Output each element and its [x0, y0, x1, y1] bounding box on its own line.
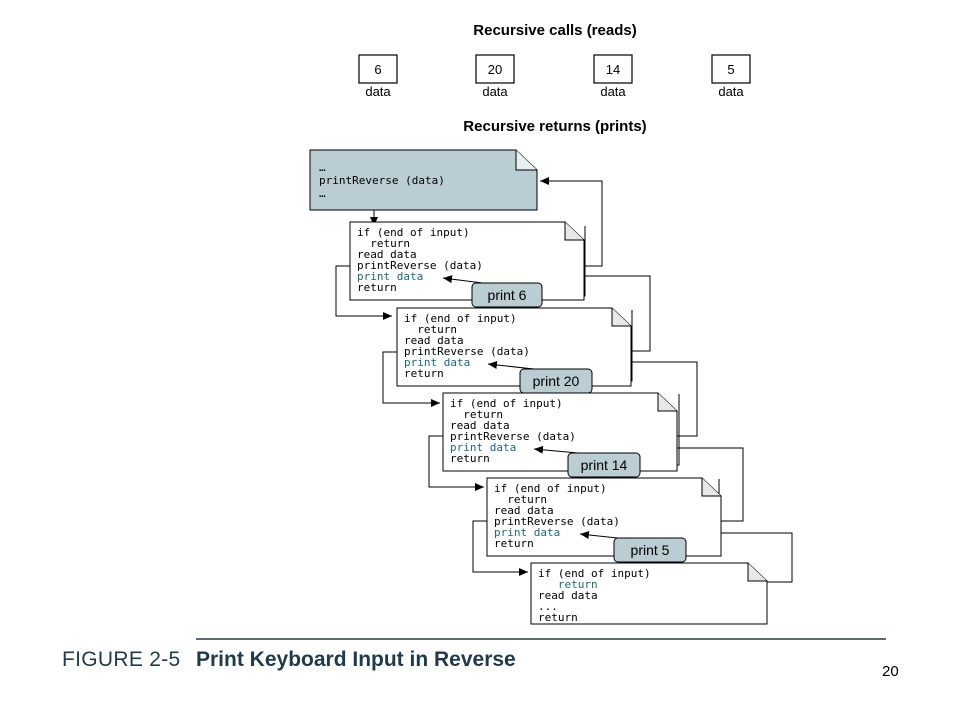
figure-title: Print Keyboard Input in Reverse — [196, 648, 516, 671]
calls-header: Recursive calls (reads) — [473, 22, 636, 39]
frame2-line-4: printReverse (data) — [404, 345, 530, 358]
read-label-2: data — [482, 84, 508, 99]
frame4-line-4: printReverse (data) — [494, 515, 620, 528]
print-bubble-2: print 20 — [519, 368, 593, 394]
recursive-frame-1: if (end of input) return read data print… — [349, 221, 585, 301]
frame1-line-3: read data — [357, 248, 417, 261]
frame2-line-1: if (end of input) — [404, 312, 517, 325]
frame3-line-1: if (end of input) — [450, 397, 563, 410]
frame2-line-5: print data — [404, 356, 470, 369]
read-box-2: 20 data — [475, 54, 515, 99]
frame3-line-3: read data — [450, 419, 510, 432]
frame2-line-3: read data — [404, 334, 464, 347]
read-value-2: 20 — [488, 62, 502, 77]
frame1-line-2: return — [357, 237, 410, 250]
frame5-line-2: return — [538, 578, 598, 591]
frame3-line-2: return — [450, 408, 503, 421]
frame2-line-6: return — [404, 367, 444, 380]
read-value-4: 5 — [727, 62, 734, 77]
read-value-1: 6 — [374, 62, 381, 77]
read-label-3: data — [600, 84, 626, 99]
caller-frame: … printReverse (data) … — [309, 149, 538, 211]
page-number: 20 — [882, 663, 899, 680]
frame4-line-3: read data — [494, 504, 554, 517]
frame4-line-1: if (end of input) — [494, 482, 607, 495]
frame1-line-1: if (end of input) — [357, 226, 470, 239]
frame3-line-6: return — [450, 452, 490, 465]
frame5-line-5: return — [538, 611, 578, 624]
print-bubble-1: print 6 — [471, 282, 543, 308]
frame5-line-1: if (end of input) — [538, 567, 651, 580]
frame2-line-2: return — [404, 323, 457, 336]
recursive-frame-3: if (end of input) return read data print… — [442, 392, 678, 472]
caller-line-3: … — [319, 187, 326, 200]
frame5-line-3: read data — [538, 589, 598, 602]
frame4-line-2: return — [494, 493, 547, 506]
print-label-4: print 5 — [631, 542, 670, 558]
frame4-line-6: return — [494, 537, 534, 550]
print-label-1: print 6 — [488, 287, 527, 303]
frame5-line-4: ... — [538, 600, 558, 613]
read-box-4: 5 data — [711, 54, 751, 99]
caller-line-1: … — [319, 161, 326, 174]
frame3-line-5: print data — [450, 441, 516, 454]
read-value-3: 14 — [606, 62, 620, 77]
frame3-line-4: printReverse (data) — [450, 430, 576, 443]
frame1-line-6: return — [357, 281, 397, 294]
frame1-line-4: printReverse (data) — [357, 259, 483, 272]
print-label-3: print 14 — [581, 457, 628, 473]
figure-rule — [196, 638, 886, 640]
returns-header: Recursive returns (prints) — [463, 118, 646, 135]
print-bubble-3: print 14 — [567, 452, 641, 478]
frame1-line-5: print data — [357, 270, 423, 283]
print-bubble-4: print 5 — [613, 537, 687, 563]
read-box-1: 6 data — [358, 54, 398, 99]
recursive-frame-4: if (end of input) return read data print… — [486, 477, 722, 557]
frame4-line-5: print data — [494, 526, 560, 539]
recursive-frame-5: if (end of input) return read data ... r… — [530, 562, 768, 625]
figure-label: FIGURE 2-5 — [62, 648, 181, 671]
print-label-2: print 20 — [533, 373, 580, 389]
recursive-frame-2: if (end of input) return read data print… — [396, 307, 632, 387]
caller-line-2: printReverse (data) — [319, 174, 445, 187]
read-box-3: 14 data — [593, 54, 633, 99]
read-label-4: data — [718, 84, 744, 99]
read-label-1: data — [365, 84, 391, 99]
